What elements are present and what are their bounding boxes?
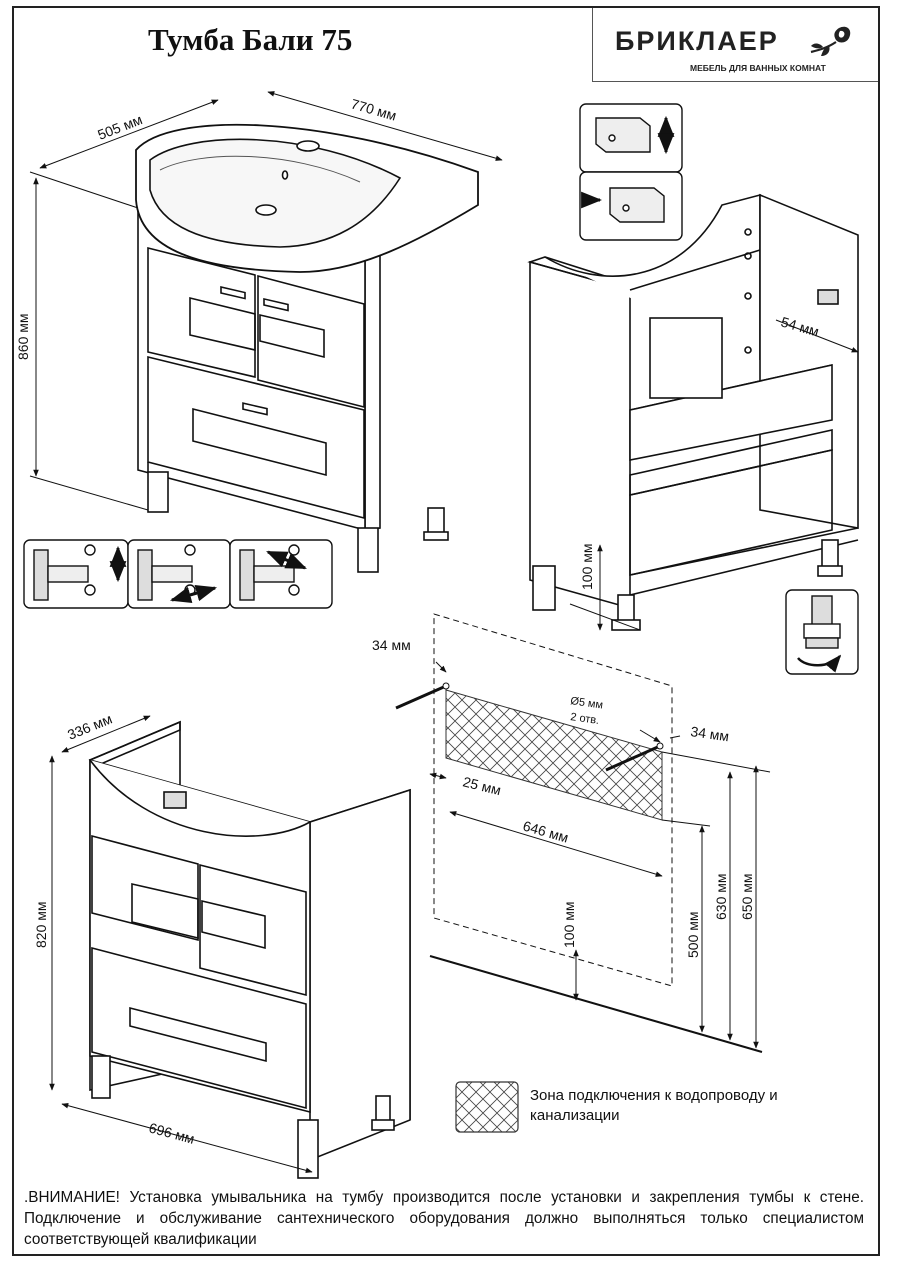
legend-swatch — [455, 1081, 519, 1133]
bracket-adjust-insets — [579, 103, 683, 241]
dim-width-top: 770 мм — [349, 96, 398, 124]
bracket-icon — [595, 115, 675, 155]
brand-name: БРИКЛАЕР — [615, 26, 779, 56]
dim-depth-top: 505 мм — [95, 111, 144, 143]
dim-height-bottom: 820 мм — [33, 902, 49, 949]
cabinet-frame-view — [527, 193, 859, 631]
page-frame — [12, 6, 880, 1256]
dim-offset-left: 34 мм — [372, 637, 411, 653]
cabinet-with-basin-view — [135, 123, 479, 573]
dimension-lines-frame — [569, 319, 859, 631]
dim-height-630: 630 мм — [713, 874, 729, 921]
dim-height-top: 860 мм — [15, 314, 31, 361]
rose-icon — [810, 26, 851, 56]
screw-icon — [605, 742, 664, 772]
hinge-icon — [33, 544, 127, 601]
foot-adjust-inset — [785, 589, 859, 675]
dim-zone-width: 646 мм — [521, 818, 570, 846]
dim-zone-offset: 25 мм — [461, 773, 502, 798]
dim-width-bottom: 696 мм — [147, 1119, 196, 1146]
dimension-lines-front — [49, 715, 313, 1174]
dim-floor-gap: 100 мм — [561, 902, 577, 949]
dim-leg-height: 100 мм — [579, 544, 595, 591]
page-title: Тумба Бали 75 — [148, 22, 353, 57]
legend-zone-label: Зона подключения к водопроводу и канализ… — [530, 1087, 778, 1124]
screw-icon — [395, 682, 450, 710]
dim-hole-count: 2 отв. — [570, 711, 600, 727]
dim-depth-bottom: 336 мм — [65, 711, 114, 743]
dim-offset-right: 34 мм — [690, 723, 731, 744]
installation-notice: .ВНИМАНИЕ! Установка умывальника на тумб… — [24, 1189, 864, 1248]
dim-height-500: 500 мм — [685, 912, 701, 959]
wall-mounting-scheme — [395, 613, 771, 1053]
hinge-adjust-insets — [23, 539, 333, 609]
cabinet-front-view — [88, 720, 411, 1179]
brand-block: БРИКЛАЕР МЕБЕЛЬ ДЛЯ ВАННЫХ КОМНАТ — [592, 8, 878, 82]
bracket-icon — [581, 187, 665, 223]
dim-height-650: 650 мм — [739, 874, 755, 921]
hinge-icon — [239, 544, 307, 601]
dim-hole-diameter: Ø5 мм — [570, 695, 604, 711]
brand-tagline: МЕБЕЛЬ ДЛЯ ВАННЫХ КОМНАТ — [690, 63, 826, 73]
hinge-icon — [137, 544, 218, 604]
dimension-lines-top — [29, 91, 503, 511]
